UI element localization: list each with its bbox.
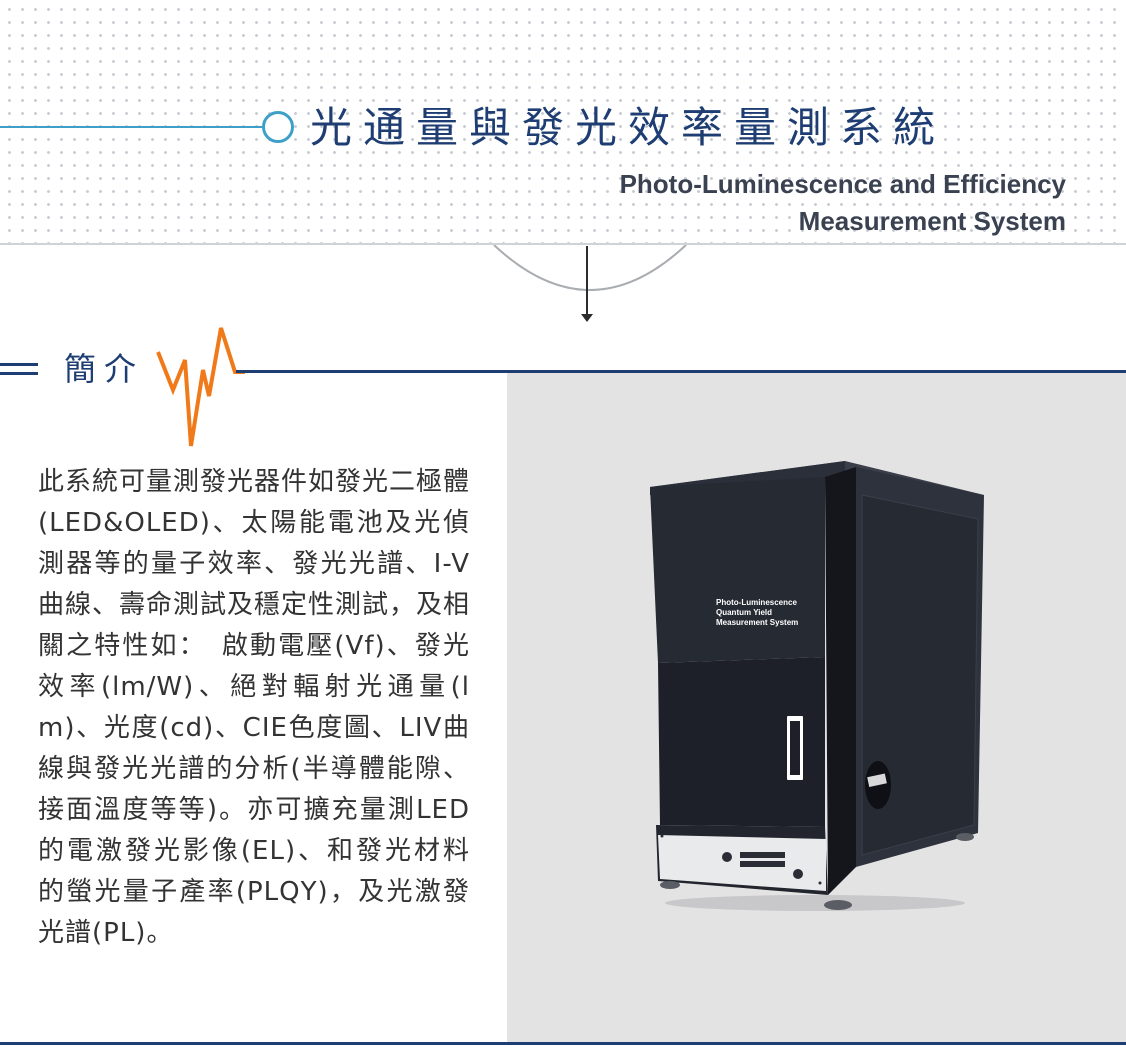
intro-paragraph: 此系統可量測發光器件如發光二極體(LED&OLED)、太陽能電池及光偵測器等的量… bbox=[38, 467, 471, 948]
page-subtitle-line1: Photo-Luminescence and Efficiency bbox=[619, 169, 1066, 199]
cabinet-label-line2: Quantum Yield bbox=[716, 608, 773, 617]
cabinet-label-line1: Photo-Luminescence bbox=[716, 598, 797, 607]
cabinet-label-line3: Measurement System bbox=[716, 618, 799, 627]
bottom-rule bbox=[0, 1042, 1126, 1045]
header-divider bbox=[0, 243, 1126, 245]
down-arrow-head-icon bbox=[581, 314, 593, 322]
page-subtitle: Photo-Luminescence and Efficiency Measur… bbox=[366, 166, 1066, 240]
page-subtitle-line2: Measurement System bbox=[798, 206, 1066, 236]
title-connector-line bbox=[0, 126, 262, 128]
product-cabinet-image bbox=[650, 461, 984, 911]
section-rule bbox=[236, 370, 1126, 373]
page-title: 光通量與發光效率量測系統 bbox=[310, 103, 947, 152]
pulse-zigzag-icon bbox=[156, 327, 245, 447]
title-ring-icon bbox=[262, 111, 294, 143]
cabinet-label: Photo-Luminescence Quantum Yield Measure… bbox=[716, 598, 798, 628]
header-dot-pattern bbox=[0, 0, 1126, 243]
down-arrow-icon bbox=[586, 246, 588, 318]
section-dash-top bbox=[0, 363, 38, 366]
section-title: 簡介 bbox=[64, 350, 145, 388]
section-dash-bottom bbox=[0, 372, 38, 375]
decorative-arc bbox=[493, 245, 687, 291]
